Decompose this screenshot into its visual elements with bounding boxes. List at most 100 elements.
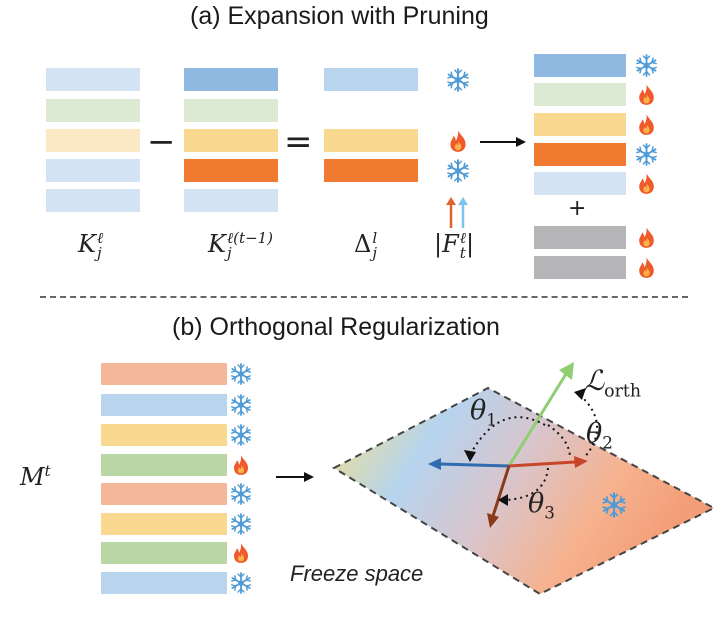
theta1-arc: [469, 416, 546, 456]
m-bar: [101, 363, 227, 385]
title-expansion-pruning: (a) Expansion with Pruning: [190, 2, 489, 30]
theta2-arc: [579, 394, 599, 459]
plus-operator: +: [568, 196, 587, 221]
label-kprev-sup: ℓ(t−1): [226, 228, 274, 247]
blue-vector: [439, 462, 510, 468]
result-extra-bar: [534, 226, 626, 249]
arrow-to-result-icon: [480, 137, 526, 147]
minus-operator: −: [147, 122, 176, 162]
flame-icon: [229, 453, 253, 482]
theta1-sub: 1: [486, 409, 497, 430]
freeze-space-label: Freeze space: [290, 561, 424, 586]
snowflake-icon: [229, 571, 253, 600]
label-f-sub: t: [459, 243, 466, 262]
label-theta2: θ2: [586, 418, 613, 452]
label-theta3: θ3: [528, 488, 555, 522]
section-divider: [40, 296, 688, 298]
label-kprev-sub: j: [226, 243, 232, 262]
flame-icon: [634, 112, 659, 142]
green-vector: [507, 373, 568, 467]
flame-icon: [445, 128, 471, 159]
snowflake-icon: [445, 158, 471, 189]
k-bar: [46, 189, 140, 212]
flame-icon: [634, 225, 659, 255]
theta2-sub: 2: [602, 432, 613, 453]
flame-icon: [634, 82, 659, 112]
theta2-base: θ: [586, 418, 603, 449]
red-vector: [508, 460, 576, 468]
theta3-sub: 3: [544, 502, 555, 523]
theta1-base: θ: [470, 395, 487, 426]
green-vector-head: [559, 362, 574, 380]
label-m-sup: t: [44, 462, 51, 480]
flame-icon: [229, 541, 253, 570]
snowflake-icon: [634, 142, 659, 172]
delta-bar: [324, 159, 418, 182]
m-bar: [101, 542, 227, 564]
label-k-base: K: [78, 230, 96, 258]
m-bar: [101, 424, 227, 446]
theta2-arc-head: [574, 388, 586, 400]
k-bar: [46, 68, 140, 91]
k-prev-bar: [184, 159, 278, 182]
label-theta1: θ1: [470, 395, 497, 429]
delta-bar: [324, 129, 418, 152]
result-bar: [534, 54, 626, 77]
result-bar: [534, 143, 626, 166]
delta-bar: [324, 68, 418, 91]
snowflake-icon: [229, 482, 253, 511]
theta2-arc-inner: [547, 424, 571, 459]
flame-icon: [634, 255, 659, 285]
snowflake-icon: [600, 491, 628, 524]
label-m: Mt: [20, 462, 51, 491]
m-bar: [101, 454, 227, 476]
result-extra-bar: [534, 256, 626, 279]
red-vector-head: [574, 456, 588, 468]
flame-icon: [634, 171, 659, 201]
k-bar: [46, 159, 140, 182]
snowflake-icon: [445, 67, 471, 98]
m-bar: [101, 394, 227, 416]
m-bar: [101, 483, 227, 505]
theta3-base: θ: [528, 488, 545, 519]
label-l-orth: ℒorth: [584, 364, 641, 402]
k-prev-bar: [184, 99, 278, 122]
plane-shape: [331, 386, 717, 596]
label-f-open: |F: [434, 230, 459, 258]
brown-vector-head: [487, 513, 499, 528]
result-bar: [534, 83, 626, 106]
up-arrows-icon: [446, 197, 468, 228]
l-orth-sub: orth: [604, 381, 642, 402]
k-prev-bar: [184, 129, 278, 152]
label-f-close: |: [466, 230, 475, 258]
snowflake-icon: [229, 423, 253, 452]
k-prev-bar: [184, 68, 278, 91]
theta3-arc-head: [498, 494, 508, 506]
label-f-sup: ℓ: [459, 228, 466, 247]
theta1-arc-head: [464, 450, 476, 462]
snowflake-icon: [634, 53, 659, 83]
l-orth-base: ℒ: [584, 364, 605, 397]
snowflake-icon: [229, 512, 253, 541]
label-delta-sup: l: [372, 228, 378, 247]
snowflake-icon: [229, 393, 253, 422]
m-bar: [101, 572, 227, 594]
label-delta-sub: j: [372, 243, 377, 262]
brown-vector: [491, 465, 511, 517]
label-m-base: M: [20, 463, 45, 491]
snowflake-icon: [229, 362, 253, 391]
title-orthogonal-regularization: (b) Orthogonal Regularization: [172, 313, 500, 341]
m-bar: [101, 513, 227, 535]
equals-operator: =: [284, 122, 313, 162]
blue-vector-head: [428, 458, 441, 470]
k-prev-bar: [184, 189, 278, 212]
label-delta-base: Δ: [354, 230, 372, 258]
result-bar: [534, 113, 626, 136]
label-k-sup: ℓ: [96, 228, 104, 247]
